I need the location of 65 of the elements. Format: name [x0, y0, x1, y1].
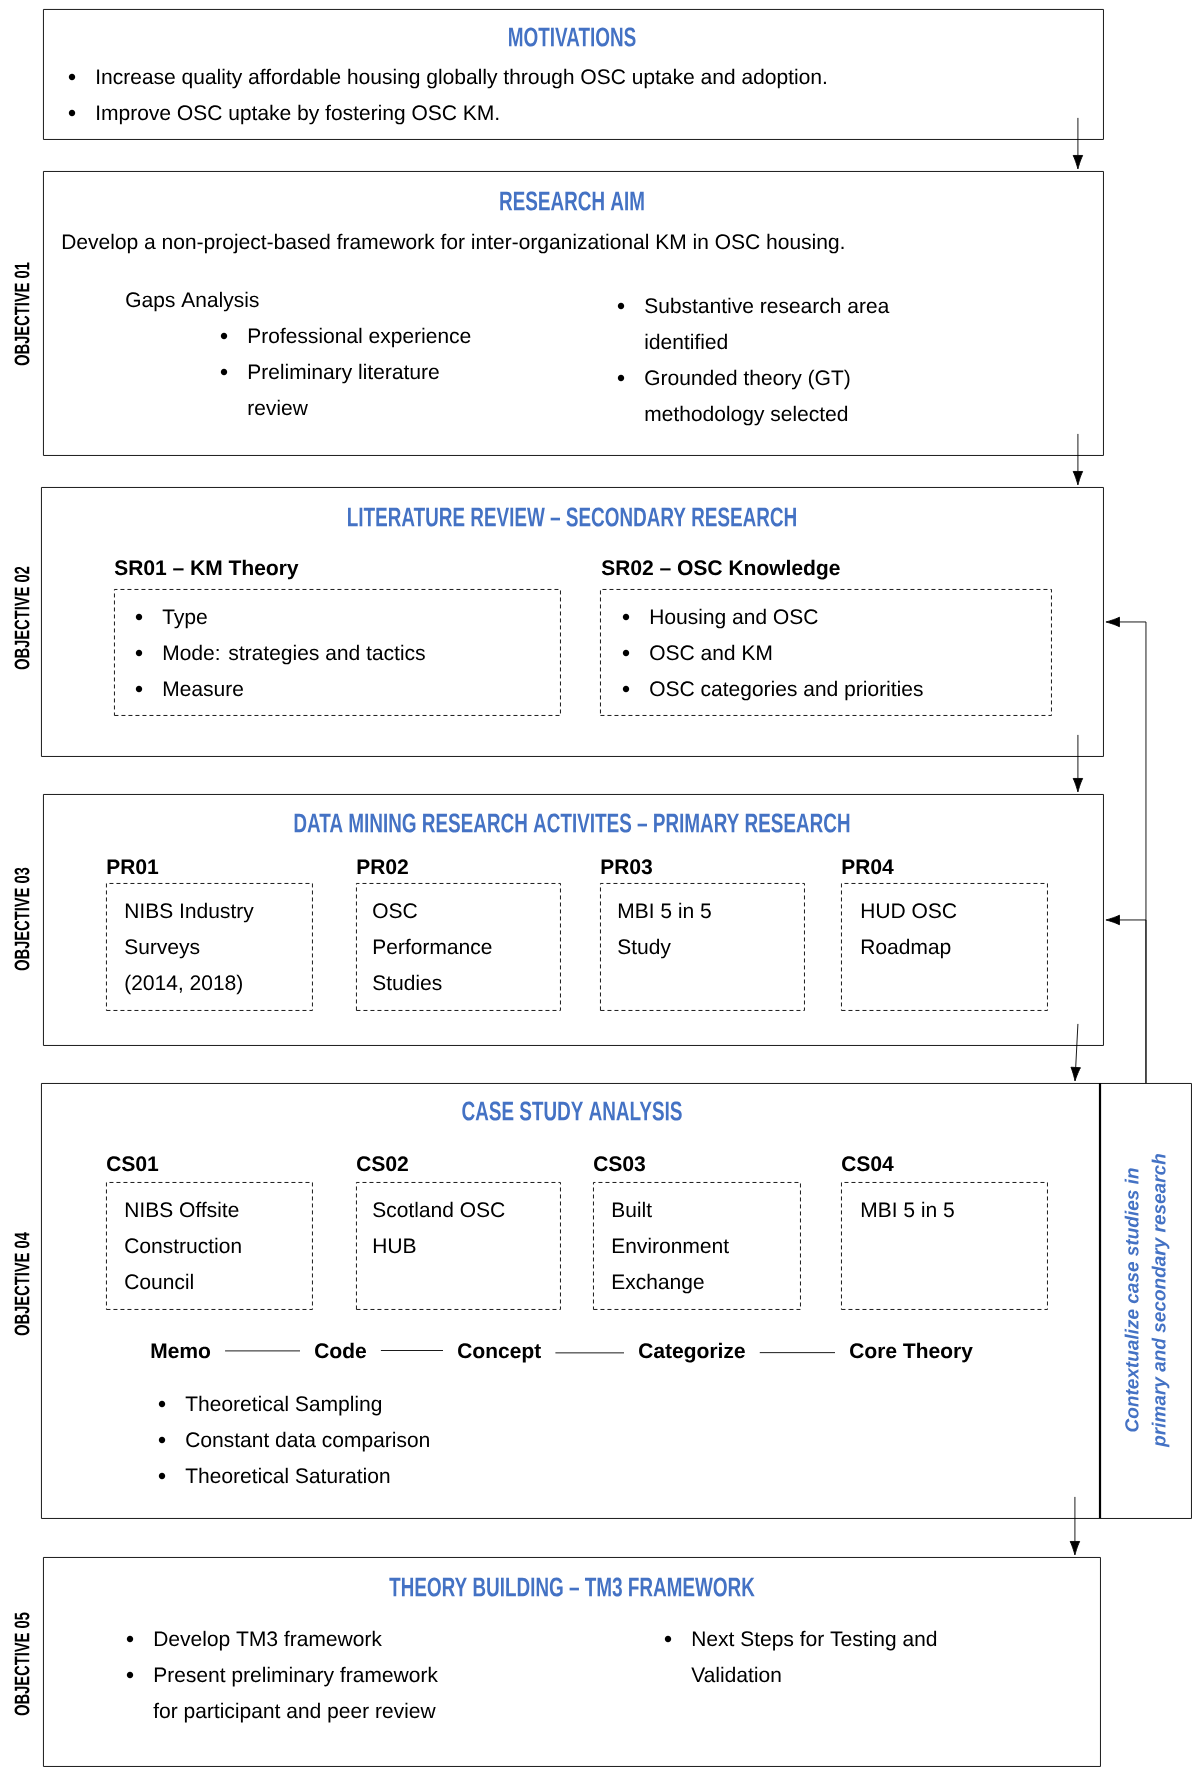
arrow [1072, 433, 1084, 486]
subheading: CS03 [594, 1156, 645, 1172]
connector-line [759, 1352, 836, 1354]
connector-line [224, 1350, 301, 1352]
box-text: HUD OSC Roadmap [861, 903, 957, 959]
step-label: Categorize [639, 1342, 745, 1363]
bullet-item: Type [135, 609, 207, 629]
side-note-box: Contextualize case studies in primary and secondary research [1098, 1083, 1192, 1519]
box-text: OSC Performance Studies [373, 903, 492, 991]
objective-label: OBJECTIVE 04 [14, 1232, 30, 1336]
box-text: Scotland OSC HUB [373, 1201, 505, 1254]
bullet-item: Develop TM3 framework [126, 1630, 382, 1651]
bullet-item: OSC and KM [622, 644, 772, 661]
objective-label: OBJECTIVE 05 [14, 1612, 30, 1716]
objective-label: OBJECTIVE 01 [14, 262, 30, 366]
section-title: CASE STUDY ANALYSIS [462, 1101, 682, 1121]
step-label: Concept [458, 1343, 541, 1363]
bullet-item: Grounded theory (GT) methodology selected [617, 369, 850, 426]
subheading: SR01 – KM Theory [114, 559, 299, 580]
bullet-item: Housing and OSC [622, 608, 818, 629]
bullet-item: Present preliminary framework for participant and peer review [126, 1666, 438, 1723]
bullet-item: Increase quality affordable housing globally through OSC uptake and adoption. [68, 68, 826, 89]
subheading: PR01 [107, 859, 159, 875]
section-title: LITERATURE REVIEW – SECONDARY RESEARCH [348, 507, 796, 527]
section-title: DATA MINING RESEARCH ACTIVITES – PRIMARY RESEARCH [294, 813, 850, 833]
subheading: CS02 [357, 1156, 408, 1172]
bullet-item: Constant data comparison [158, 1431, 429, 1452]
subheading: PR04 [842, 859, 894, 875]
step-label: Code [315, 1342, 366, 1359]
connector-line [554, 1352, 625, 1354]
arrow [1072, 734, 1084, 793]
bullet-item: Professional experience [220, 327, 471, 348]
bullet-item: Improve OSC uptake by fostering OSC KM. [68, 104, 499, 125]
step-label: Core Theory [850, 1342, 973, 1363]
bullet-item: Theoretical Saturation [158, 1467, 390, 1484]
step-label: Memo [151, 1343, 211, 1359]
box-text: MBI 5 in 5 Study [618, 902, 711, 959]
box-text: Gaps Analysis [126, 291, 259, 312]
connector-line [380, 1350, 444, 1351]
objective-label: OBJECTIVE 02 [14, 566, 30, 670]
subheading: SR02 – OSC Knowledge [601, 559, 840, 580]
section-title: RESEARCH AIM [500, 191, 644, 211]
arrow [1105, 914, 1147, 1084]
subheading: PR02 [357, 859, 408, 875]
bullet-item: Theoretical Sampling [158, 1395, 382, 1416]
section-title: THEORY BUILDING – TM3 FRAMEWORK [389, 1577, 755, 1597]
bullet-item: Measure [135, 681, 243, 697]
box-text: NIBS Industry Surveys (2014, 2018) [125, 902, 254, 995]
box-text: Built Environment Exchange [612, 1201, 729, 1294]
bullet-item: Mode: strategies and tactics [135, 644, 425, 665]
box-text: Develop a non-project-based framework for inter-organizational KM in OSC housing. [62, 233, 844, 254]
objective-label: OBJECTIVE 03 [14, 867, 30, 971]
subheading: CS04 [842, 1156, 894, 1172]
bullet-item: Substantive research area identified [617, 297, 890, 350]
arrow [1072, 117, 1084, 170]
subheading: PR03 [601, 859, 652, 875]
box-text: NIBS Offsite Construction Council [125, 1201, 241, 1290]
bullet-item: Preliminary literature review [220, 363, 439, 416]
box-text: MBI 5 in 5 [861, 1201, 954, 1218]
arrow [1070, 1023, 1081, 1082]
arrow [1069, 1496, 1081, 1556]
bullet-item: OSC categories and priorities [622, 680, 923, 701]
subheading: CS01 [107, 1156, 159, 1172]
section-title: MOTIVATIONS [509, 27, 636, 47]
bullet-item: Next Steps for Testing and Validation [664, 1630, 937, 1683]
